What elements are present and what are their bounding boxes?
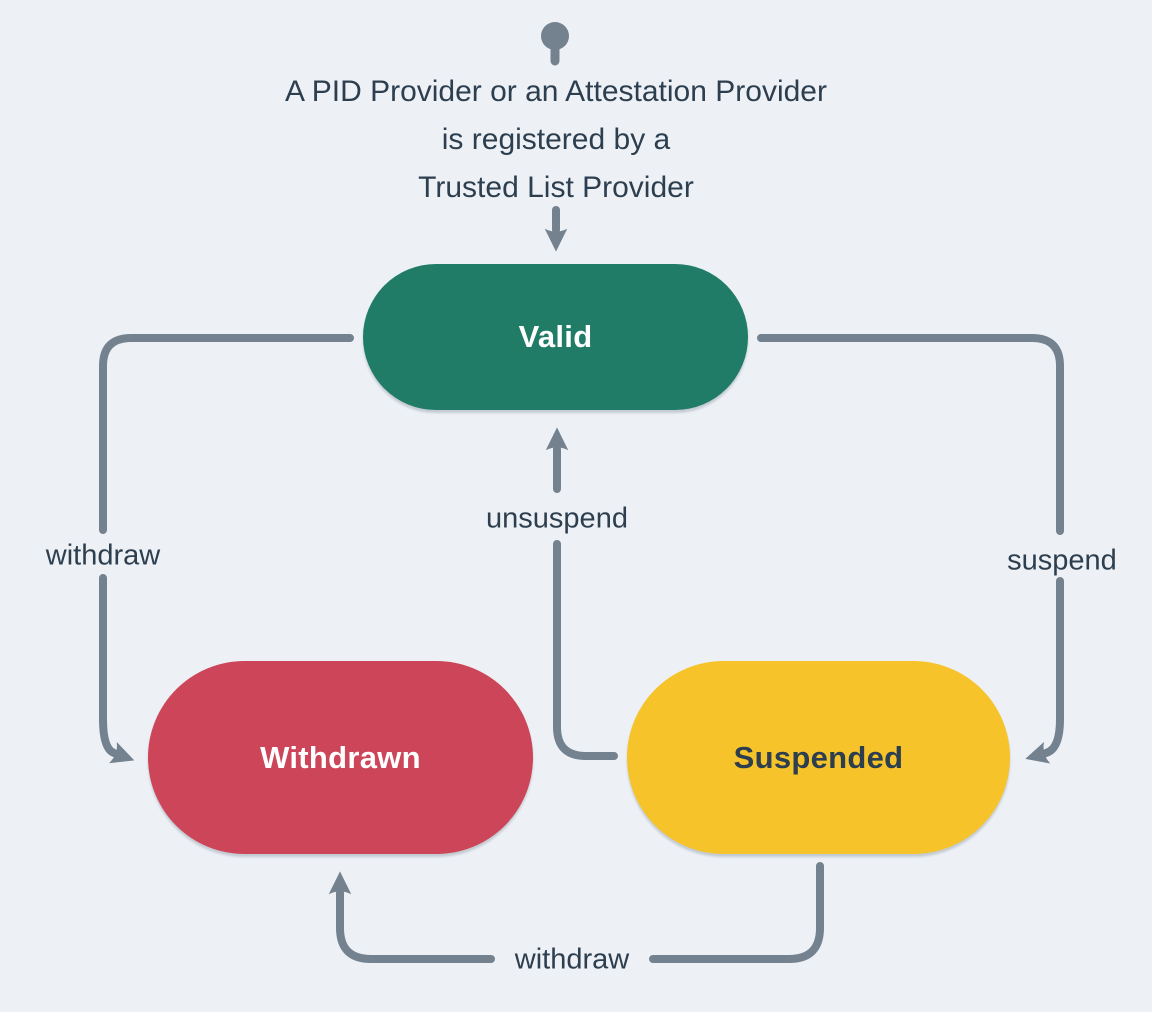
- edge-withdraw-bottom-left: [328, 871, 495, 963]
- state-label-withdrawn: Withdrawn: [260, 739, 421, 775]
- edge-withdraw-left-upper: [99, 334, 354, 534]
- edge-label-unsuspend: unsuspend: [486, 502, 628, 535]
- edge-withdraw-left-lower: [99, 574, 135, 764]
- edge-unsuspend-lower: [553, 540, 618, 760]
- edge-suspend-upper: [757, 334, 1064, 535]
- state-node-suspended: Suspended: [627, 661, 1010, 854]
- edge-withdraw-bottom-right: [649, 862, 824, 963]
- edge-suspend-lower: [1025, 577, 1064, 764]
- diagram-caption: A PID Provider or an Attestation Provide…: [156, 68, 956, 212]
- caption-line-1: A PID Provider or an Attestation Provide…: [285, 75, 827, 108]
- state-node-withdrawn: Withdrawn: [148, 661, 533, 854]
- state-label-valid: Valid: [518, 319, 593, 354]
- caption-line-2: is registered by a: [441, 123, 671, 156]
- caption-line-3: Trusted List Provider: [418, 171, 694, 204]
- state-label-suspended: Suspended: [733, 739, 904, 775]
- start-state-icon: [541, 22, 569, 50]
- edge-label-suspend: suspend: [1007, 544, 1117, 577]
- edge-label-withdraw-bottom: withdraw: [514, 943, 630, 976]
- state-node-valid: Valid: [363, 264, 748, 410]
- edge-label-withdraw-left: withdraw: [45, 539, 161, 572]
